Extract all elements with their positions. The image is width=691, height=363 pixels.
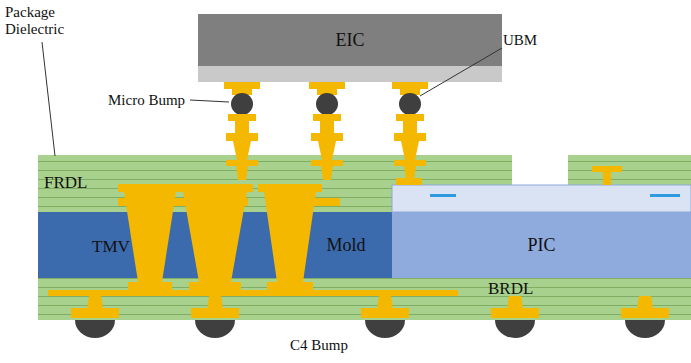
- frdl-via: [404, 166, 416, 180]
- waveguide: [430, 194, 456, 197]
- frdl-island-sublayers: [568, 155, 691, 185]
- c4-pad: [191, 308, 239, 318]
- part-label: FRDL: [44, 174, 87, 193]
- part-label: Package Dielectric: [5, 4, 85, 37]
- waveguide: [650, 194, 680, 197]
- c4-pad: [361, 308, 409, 318]
- part-label: TMV: [92, 238, 130, 257]
- tmv-bottom-pad: [128, 282, 172, 290]
- c4-pad: [491, 308, 539, 318]
- frdl-trace: [118, 198, 248, 206]
- frdl-pad: [226, 160, 258, 166]
- frdl-trace: [270, 198, 340, 206]
- bump-stem: [320, 121, 334, 133]
- eic-die: [198, 14, 502, 66]
- node-text: PIC: [527, 235, 555, 256]
- c4-bump: [365, 320, 405, 338]
- brdl-via: [87, 296, 103, 308]
- ubm-pad: [392, 82, 428, 89]
- frdl-pad: [311, 160, 343, 166]
- bump-pad: [396, 114, 424, 121]
- node-text: EIC: [336, 30, 365, 51]
- c4-bump: [495, 320, 535, 338]
- leader-line: [420, 48, 502, 96]
- ubm-pad: [224, 82, 260, 89]
- tmv-pad: [118, 184, 182, 192]
- part-label: Micro Bump: [108, 92, 185, 109]
- frdl-via: [318, 141, 336, 160]
- bump-pad: [228, 114, 256, 121]
- bump-stem: [403, 121, 417, 133]
- frdl-island: [568, 155, 691, 185]
- part-label: C4 Bump: [290, 337, 348, 354]
- tmv-pad: [177, 184, 253, 192]
- eic-passivation: [198, 66, 502, 82]
- ubm-pad: [309, 82, 345, 89]
- tmv-pad: [258, 184, 322, 192]
- eic-chip: EIC: [198, 14, 502, 66]
- part-label: BRDL: [488, 280, 533, 299]
- tmv-bottom-pad: [189, 282, 241, 290]
- brdl-trace: [48, 290, 458, 296]
- pic-contact: [396, 178, 422, 185]
- brdl-sublayers: [38, 278, 691, 320]
- frdl-pad: [311, 133, 343, 141]
- mold-region-label: Mold: [300, 214, 392, 276]
- pic-chip: PIC: [392, 214, 691, 276]
- leader-line: [190, 100, 229, 102]
- frdl-via: [321, 166, 333, 180]
- c4-bump: [625, 320, 665, 338]
- brdl-via: [377, 296, 393, 308]
- pic-contact-via: [603, 172, 611, 185]
- leader-line: [42, 42, 55, 156]
- brdl-via: [637, 296, 653, 308]
- brdl-layer: [38, 278, 691, 320]
- brdl-via: [207, 296, 223, 308]
- c4-pad: [621, 308, 669, 318]
- tmv-bottom-pad: [267, 282, 313, 290]
- bump-stem: [235, 121, 249, 133]
- micro-bump: [231, 93, 253, 115]
- part-label: UBM: [503, 32, 537, 49]
- frdl-pad: [394, 133, 426, 141]
- frdl-via: [236, 166, 248, 180]
- frdl-via: [401, 141, 419, 160]
- frdl-via: [233, 141, 251, 160]
- node-text: Mold: [326, 235, 365, 256]
- bump-pad: [313, 114, 341, 121]
- c4-bump: [75, 320, 115, 338]
- micro-bump: [316, 93, 338, 115]
- micro-bump: [399, 93, 421, 115]
- pic-body: [392, 212, 691, 278]
- c4-pad: [71, 308, 119, 318]
- pic-top-layer: [392, 185, 691, 212]
- pic-contact-pad: [592, 166, 622, 172]
- frdl-pad: [226, 133, 258, 141]
- c4-bump: [195, 320, 235, 338]
- frdl-pad: [394, 160, 426, 166]
